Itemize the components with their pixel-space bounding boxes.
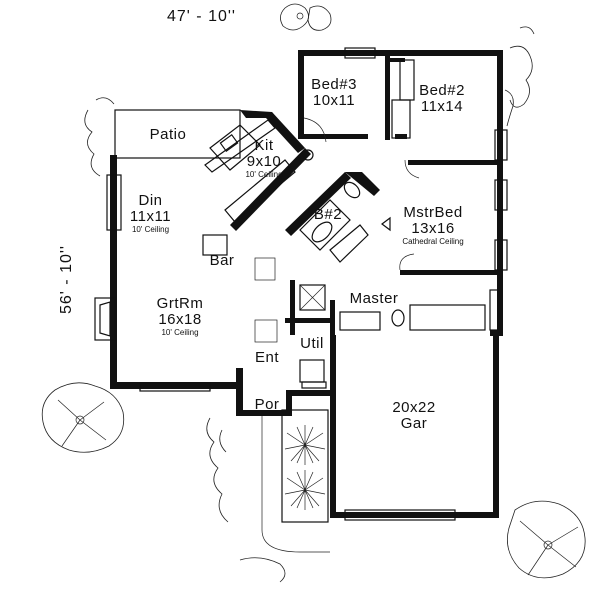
garage-size: 20x22 <box>392 399 436 416</box>
depth-dimension: 56' - 10'' <box>58 245 75 314</box>
great-room-ceiling-note: 10' Ceiling <box>161 328 199 337</box>
sink-icon <box>219 134 239 152</box>
tree-bottom-left-icon <box>41 382 125 453</box>
dining-label: Din <box>138 192 163 209</box>
window-dining <box>106 174 122 231</box>
bed3-label: Bed#3 <box>311 76 357 93</box>
starburst-plant-icon-2 <box>284 470 326 510</box>
dining-size: 11x11 <box>129 208 172 225</box>
width-dimension: 47' - 10'' <box>167 8 236 25</box>
entry-label: Ent <box>254 349 279 366</box>
exterior-walls <box>110 50 503 518</box>
vanity-icon <box>339 311 381 331</box>
master-bed-label: MstrBed <box>403 204 463 221</box>
master-bath-label: Master <box>349 290 399 307</box>
range-icon <box>302 149 314 161</box>
porch-label: Por <box>254 396 280 413</box>
garage-room: 20x22 Gar <box>374 400 454 432</box>
shrub-bottom-left-icon <box>206 417 286 583</box>
kitchen-size: 9x10 <box>246 153 282 170</box>
bed2-label: Bed#2 <box>419 82 465 99</box>
interior-walls <box>94 56 503 383</box>
kitchen-room: Kit 9x10 10' Ceiling <box>236 137 292 180</box>
shrub-left-top-icon <box>84 97 115 177</box>
starburst-plant-icon <box>284 425 326 465</box>
windows <box>106 47 508 521</box>
kitchen-ceiling-note: 10' Ceiling <box>245 170 283 179</box>
bath2-label: B#2 <box>313 206 343 223</box>
window-grtrm <box>139 382 211 392</box>
kitchen-label: Kit <box>254 137 274 154</box>
bed2-room: Bed#2 11x14 <box>414 83 470 115</box>
garage-door <box>344 509 456 521</box>
master-bed-ceiling-note: Cathedral Ceiling <box>402 237 464 246</box>
dining-room: Din 11x11 10' Ceiling <box>113 192 188 235</box>
garden-bed <box>281 409 329 523</box>
great-room: GrtRm 16x18 10' Ceiling <box>140 295 220 338</box>
window-bed2 <box>494 129 508 161</box>
fireplace-icon <box>94 297 116 341</box>
window-mstr-1 <box>494 179 508 211</box>
shrub-top-right-icon <box>280 3 332 31</box>
driveway-edge <box>261 410 330 553</box>
bed3-size: 10x11 <box>312 92 356 109</box>
arrow-icon <box>381 216 391 232</box>
window-bed3 <box>344 47 376 59</box>
master-toilet-icon <box>391 309 405 327</box>
tree-bottom-right-icon <box>506 500 586 579</box>
dining-ceiling-note: 10' Ceiling <box>131 225 170 234</box>
shrub-right-icon <box>504 26 535 127</box>
bar-label: Bar <box>209 252 235 269</box>
utility-label: Util <box>300 335 324 352</box>
master-bed-size: 13x16 <box>411 220 455 237</box>
toilet-icon <box>343 181 361 199</box>
great-room-label: GrtRm <box>156 295 204 312</box>
master-bed-room: MstrBed 13x16 Cathedral Ceiling <box>378 204 488 247</box>
doors <box>301 117 420 389</box>
bathtub-icon <box>311 221 333 243</box>
great-room-size: 16x18 <box>158 311 202 328</box>
patio-label: Patio <box>149 126 187 143</box>
bed3-room: Bed#3 10x11 <box>306 77 362 109</box>
landscaping <box>41 3 586 583</box>
window-mstr-2 <box>494 239 508 271</box>
bed2-size: 11x14 <box>420 98 464 115</box>
garage-label: Gar <box>400 415 428 432</box>
